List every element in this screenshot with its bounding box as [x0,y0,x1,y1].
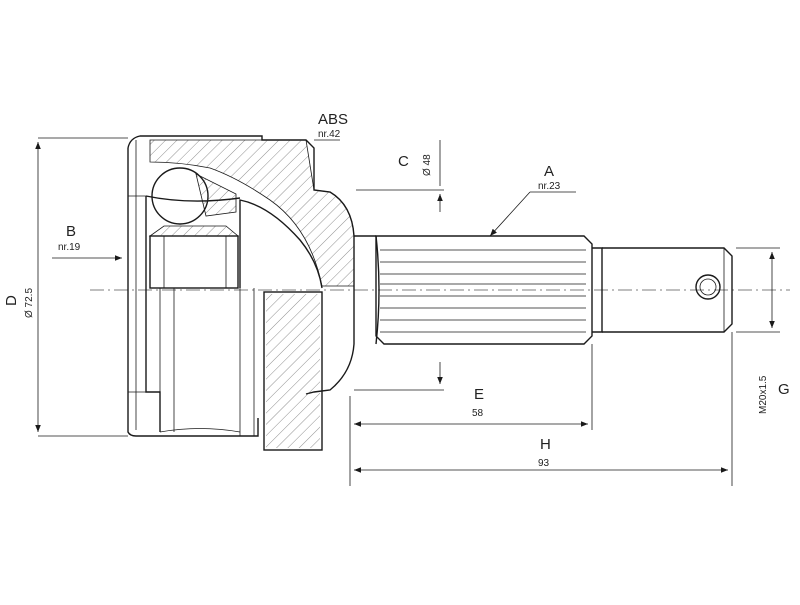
label-b-nr: nr.19 [58,242,81,253]
label-c-value: Ø 48 [422,154,433,176]
dimension-e [349,344,593,486]
pointer-a [489,191,576,237]
label-g-value: M20x1.5 [758,375,769,414]
label-e-value: 58 [472,408,484,419]
spline-shaft [375,235,593,345]
dimension-d [35,137,128,437]
label-a: A [544,163,554,180]
label-abs: ABS [318,111,348,128]
label-b: B [66,223,76,240]
label-a-nr: nr.23 [538,181,561,192]
label-c: C [398,153,409,170]
dimension-g [736,247,780,333]
label-h-value: 93 [538,458,550,469]
label-d-value: Ø 72.5 [24,288,35,318]
dimension-h [354,332,733,486]
label-h: H [540,436,551,453]
label-d: D [3,295,20,306]
label-g: G [778,381,790,398]
label-e: E [474,386,484,403]
outer-housing [127,135,376,437]
dimension-c [354,140,444,391]
abs-ring [263,291,323,451]
threaded-end [592,247,733,333]
label-abs-nr: nr.42 [318,129,341,140]
